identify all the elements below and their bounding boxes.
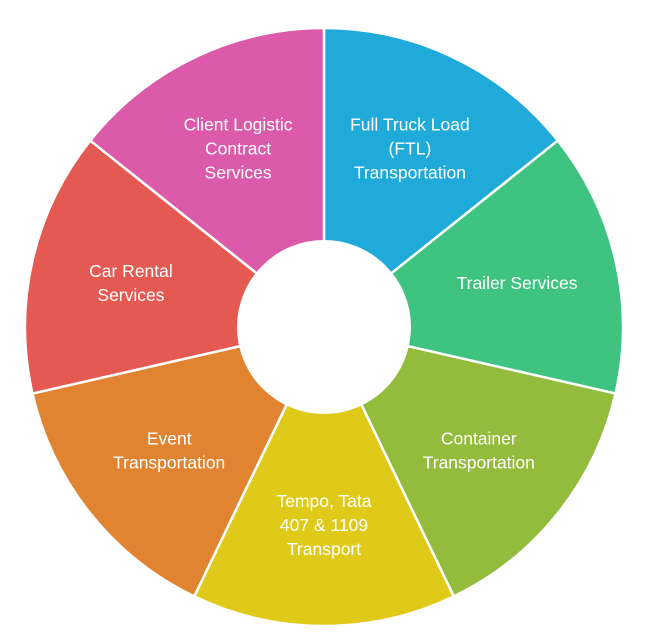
- segment-label-line: Trailer Services: [457, 273, 578, 293]
- segment-label-line: Transport: [287, 539, 361, 559]
- segment-label-line: (FTL): [389, 139, 432, 159]
- segment-label-line: Full Truck Load: [350, 115, 470, 135]
- segment-label-line: Container: [441, 428, 517, 448]
- segment-2: [321, 325, 618, 599]
- segment-6: [88, 26, 326, 330]
- segment-label: Trailer Services: [457, 273, 578, 293]
- segment-label-line: Services: [97, 285, 164, 305]
- segment-label-line: Services: [205, 163, 272, 183]
- segment-label-line: Transportation: [354, 163, 466, 183]
- segment-label: Full Truck Load (FTL) Transportation: [350, 115, 470, 183]
- segment-label-line: Event: [147, 428, 192, 448]
- segment-label-line: Transportation: [423, 452, 535, 472]
- segment-label-line: Tempo, Tata: [276, 491, 371, 511]
- segment-label-line: Client Logistic: [184, 115, 293, 135]
- segment-label-line: 407 & 1109: [280, 515, 368, 535]
- segment-4: [30, 325, 327, 599]
- segment-label-line: Car Rental: [89, 261, 173, 281]
- segment-label-line: Transportation: [113, 452, 225, 472]
- segment-3: [192, 324, 456, 628]
- segment-label-line: Contract: [205, 139, 271, 159]
- donut-center-hole: [237, 240, 411, 414]
- segment-0: [322, 26, 560, 330]
